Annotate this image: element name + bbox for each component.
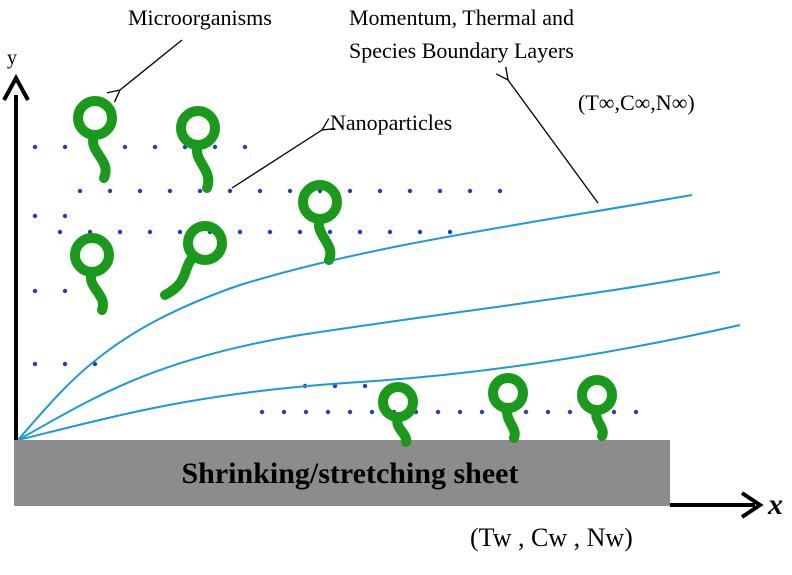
nanoparticle-dot [417, 229, 423, 235]
nanoparticle-dot [197, 188, 203, 194]
nanoparticle-dot [259, 409, 265, 415]
nanoparticle-dot [117, 229, 123, 235]
nanoparticle-dot [62, 288, 68, 294]
microorganism-icon [70, 233, 114, 315]
free-stream-conditions-label: (T∞,C∞,N∞) [578, 90, 695, 115]
nanoparticle-dots [32, 144, 639, 415]
sheet-label: Shrinking/stretching sheet [182, 457, 519, 490]
nanoparticle-dot [32, 288, 38, 294]
nanoparticle-dot [167, 188, 173, 194]
nanoparticle-dot [297, 229, 303, 235]
nanoparticle-dot [281, 409, 287, 415]
nanoparticle-dot [362, 383, 368, 389]
nanoparticle-dot [332, 383, 338, 389]
nanoparticle-dot [107, 188, 113, 194]
nanoparticle-dot [32, 213, 38, 219]
nanoparticle-dot [435, 409, 441, 415]
nanoparticle-dot [242, 144, 248, 150]
nanoparticle-dot [287, 188, 293, 194]
nanoparticle-dot [77, 188, 83, 194]
microorganisms-label: Microorganisms [128, 5, 272, 30]
boundary-layers-pointer-arrow [508, 80, 599, 204]
nanoparticle-dot [523, 409, 529, 415]
nanoparticle-dot [57, 229, 63, 235]
nanoparticle-dot [237, 229, 243, 235]
x-axis-arrowhead [740, 491, 764, 519]
y-axis-arrowhead [2, 73, 30, 101]
nanoparticle-dot [447, 229, 453, 235]
nanoparticle-dot [32, 361, 38, 367]
nanoparticle-dot [357, 229, 363, 235]
boundary-layer-curves [17, 194, 741, 441]
nanoparticle-dot [479, 409, 485, 415]
boundary-layers-label-line2: Species Boundary Layers [349, 38, 574, 63]
microorganism-icon [73, 96, 117, 183]
thermal-boundary-curve [17, 271, 721, 441]
nanoparticle-dot [62, 361, 68, 367]
nanoparticle-dot [347, 188, 353, 194]
nanoparticle-dot [347, 409, 353, 415]
nanoparticle-dot [147, 229, 153, 235]
nanoparticle-dot [369, 409, 375, 415]
microorganism-icon [378, 382, 418, 447]
nanoparticle-dot [177, 229, 183, 235]
microorganisms-pointer-arrow [120, 39, 183, 90]
nanoparticle-dot [32, 144, 38, 150]
microorganism-icon [160, 221, 227, 300]
nanoparticle-dot [227, 188, 233, 194]
nanoparticle-dot [545, 409, 551, 415]
nanoparticle-dot [567, 409, 573, 415]
boundary-layers-label-line1: Momentum, Thermal and [349, 5, 574, 30]
nanoparticle-dot [137, 188, 143, 194]
nanoparticle-dot [407, 188, 413, 194]
nanoparticle-dot [267, 229, 273, 235]
nanoparticles-label: Nanoparticles [330, 110, 452, 135]
wall-conditions-label: (Tw , Cw , Nw) [470, 523, 633, 552]
nanoparticle-dot [303, 409, 309, 415]
nanoparticle-dot [212, 144, 218, 150]
microorganism-icon [298, 180, 342, 265]
y-axis [2, 73, 30, 440]
momentum-boundary-curve [17, 194, 693, 441]
nanoparticle-dot [387, 229, 393, 235]
nanoparticle-dot [122, 144, 128, 150]
nanoparticle-dot [325, 409, 331, 415]
nanoparticle-dot [62, 213, 68, 219]
species-boundary-curve [17, 324, 741, 441]
nanoparticle-dot [633, 409, 639, 415]
nanoparticle-dot [62, 144, 68, 150]
microorganism-icon [577, 375, 617, 441]
nanoparticle-dot [467, 188, 473, 194]
microorganisms [70, 96, 617, 447]
x-axis [670, 491, 764, 519]
nanoparticle-dot [327, 229, 333, 235]
microorganism-icon [176, 106, 220, 193]
nanoparticles-pointer-arrow [231, 130, 322, 189]
nanoparticle-dot [437, 188, 443, 194]
nanoparticle-dot [457, 409, 463, 415]
nanoparticle-dot [92, 361, 98, 367]
nanoparticle-dot [497, 188, 503, 194]
y-axis-label: y [7, 47, 17, 69]
nanoparticle-dot [257, 188, 263, 194]
microorganism-icon [488, 373, 528, 443]
nanoparticle-dot [611, 409, 617, 415]
sheet-surface [14, 440, 670, 506]
nanoparticle-dot [377, 188, 383, 194]
x-axis-label: x [767, 488, 783, 521]
nanoparticle-dot [152, 144, 158, 150]
